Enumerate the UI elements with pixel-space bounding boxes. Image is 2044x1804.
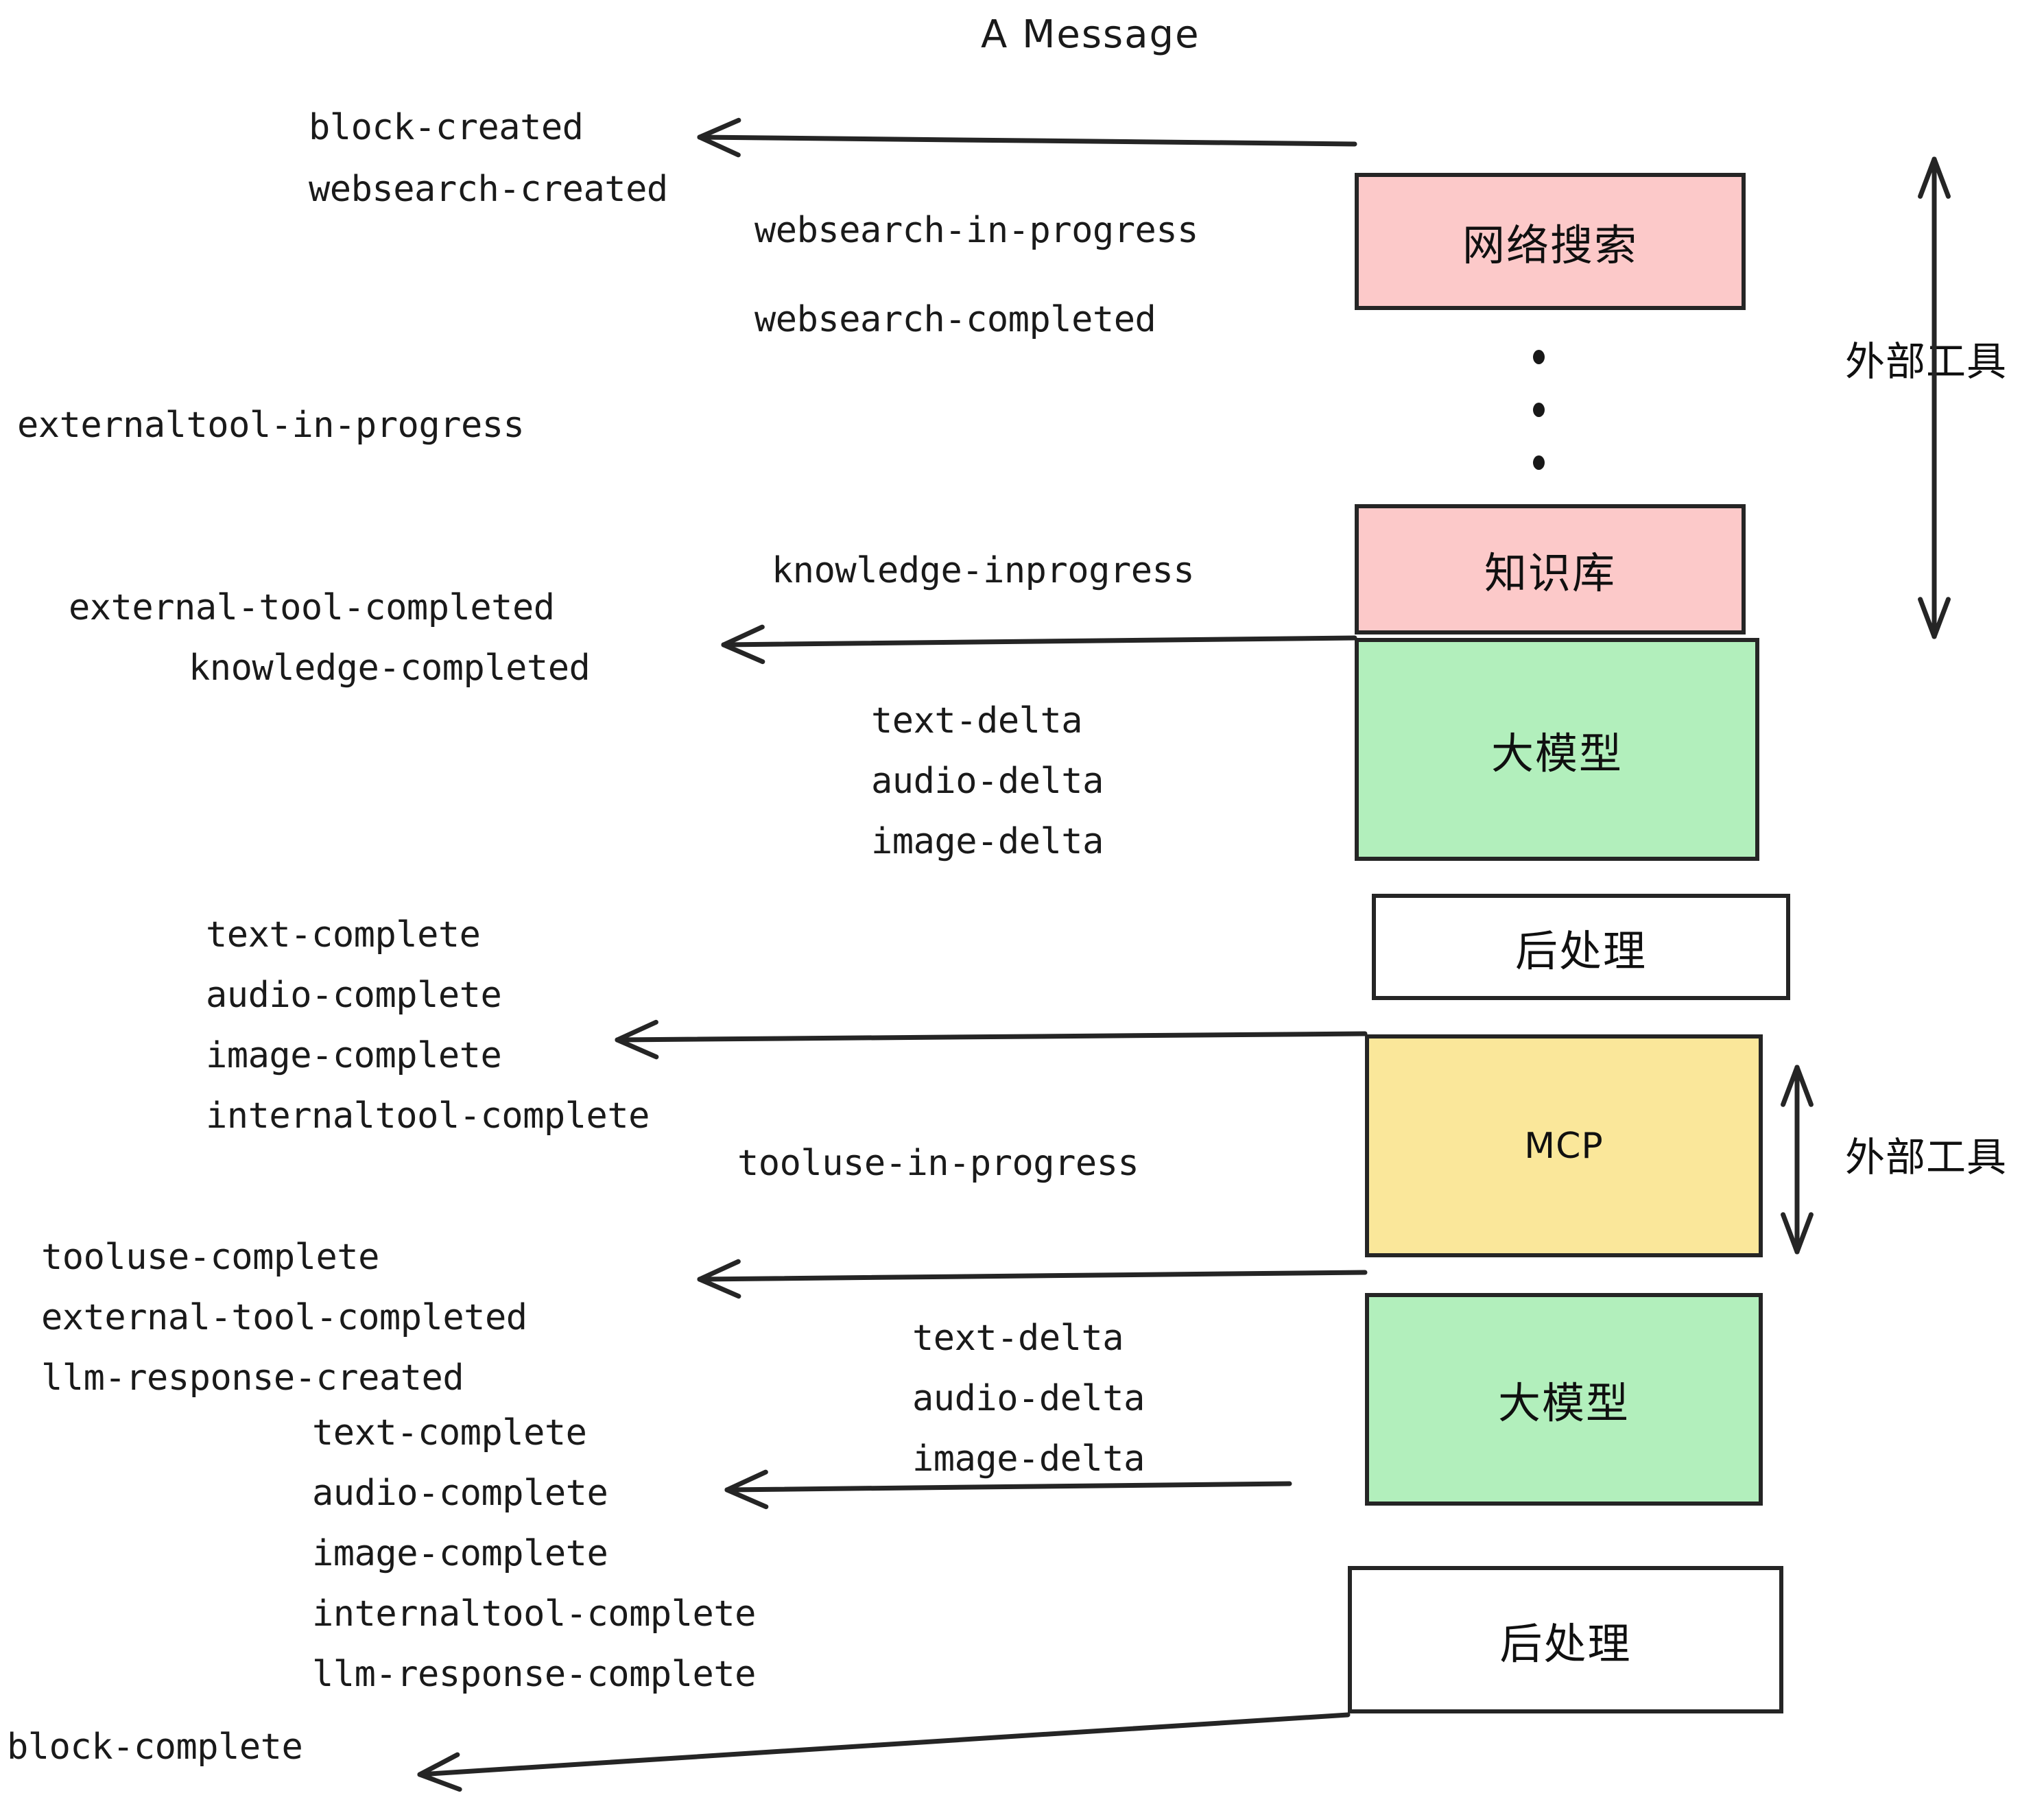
arrow-image-complete-shaft [615,1031,1368,1043]
arrow-tooluse-complete-shaft [697,1270,1368,1282]
event-label-audio-delta-1: audio-delta [871,761,1104,802]
event-label-text-delta-2: text-delta [912,1318,1124,1359]
node-knowledge-base[interactable]: 知识库 [1355,504,1746,634]
node-websearch[interactable]: 网络搜索 [1355,173,1746,310]
node-mcp[interactable]: MCP [1365,1034,1763,1257]
event-label-text-delta-1: text-delta [871,700,1083,741]
event-label-audio-delta-2: audio-delta [912,1378,1145,1419]
event-label-llm-response-created: llm-response-created [41,1357,464,1399]
arrow-block-created-head [697,117,741,158]
event-label-tooluse-in-progress: tooluse-in-progress [737,1143,1139,1184]
event-label-externaltool-in-progress: externaltool-in-progress [17,405,525,446]
arrow-audio-complete-head [724,1469,769,1510]
event-label-llm-response-complete: llm-response-complete [312,1654,756,1695]
event-label-knowledge-inprogress: knowledge-inprogress [772,550,1195,591]
arrow-block-complete-shaft [417,1712,1351,1777]
event-label-image-complete-1: image-complete [206,1035,502,1076]
external-tools-arrow-top-head-down [1918,597,1951,639]
page-title: A Message [981,12,1200,57]
event-label-image-delta-1: image-delta [871,821,1104,862]
external-tools-arrow-bottom-head-down [1781,1212,1814,1255]
event-label-internaltool-complete-1: internaltool-complete [206,1095,650,1137]
external-tools-arrow-top-head-up [1918,156,1951,199]
arrow-audio-complete-shaft [724,1481,1292,1493]
node-postprocess-first[interactable]: 后处理 [1372,894,1790,1000]
node-postprocess-second[interactable]: 后处理 [1348,1566,1783,1713]
event-label-text-complete-2: text-complete [312,1412,587,1453]
event-label-tooluse-complete: tooluse-complete [41,1237,379,1278]
arrow-knowledge-completed-shaft [721,635,1357,648]
event-label-audio-complete-1: audio-complete [206,975,502,1016]
event-label-websearch-created: websearch-created [309,169,668,210]
event-label-external-tool-completed-2: external-tool-completed [41,1297,527,1338]
external-tools-arrow-bottom-head-up [1781,1065,1814,1107]
arrow-tooluse-complete-head [697,1259,741,1299]
vertical-ellipsis-icon [1533,350,1545,470]
arrow-image-complete-head [615,1019,659,1060]
arrow-block-complete-head [417,1752,462,1792]
event-label-block-complete: block-complete [7,1726,303,1768]
event-label-internaltool-complete-2: internaltool-complete [312,1593,756,1635]
external-tools-label-bottom: 外部工具 [1845,1134,2008,1180]
node-llm-second[interactable]: 大模型 [1365,1293,1763,1506]
arrow-knowledge-completed-head [721,624,765,665]
external-tools-label-top: 外部工具 [1845,338,2008,385]
arrow-block-created-shaft [697,134,1357,147]
node-llm-first[interactable]: 大模型 [1355,638,1759,861]
event-label-knowledge-completed: knowledge-completed [189,648,591,689]
event-label-text-complete-1: text-complete [206,914,481,956]
event-label-websearch-in-progress: websearch-in-progress [754,210,1198,251]
event-label-websearch-completed: websearch-completed [754,299,1156,340]
event-label-image-complete-2: image-complete [312,1533,608,1574]
event-label-external-tool-completed-1: external-tool-completed [69,587,555,628]
event-label-audio-complete-2: audio-complete [312,1473,608,1514]
event-label-image-delta-2: image-delta [912,1438,1145,1480]
event-label-block-created: block-created [309,107,584,148]
